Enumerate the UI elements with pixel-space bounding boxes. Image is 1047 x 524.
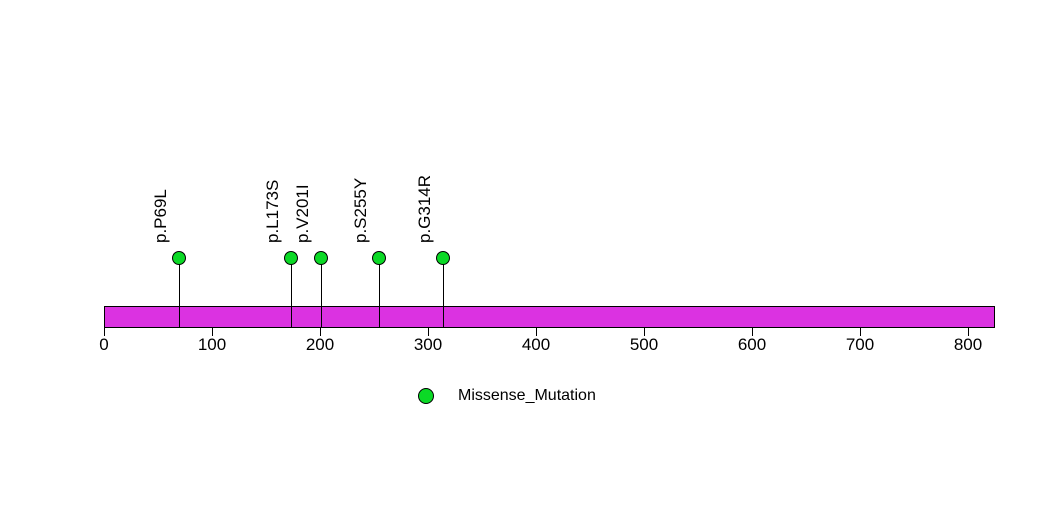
mutation-label: p.L173S — [263, 179, 282, 243]
mutation-label: p.P69L — [151, 189, 170, 243]
missense-mutation-legend-marker-icon — [418, 388, 434, 404]
x-axis-tick — [104, 328, 105, 336]
x-axis-tick-label: 300 — [413, 335, 443, 354]
x-axis-tick-label: 400 — [521, 335, 551, 354]
mutation-label: p.V201I — [293, 184, 312, 243]
x-axis-tick — [428, 328, 429, 336]
lollipop-stem — [321, 264, 322, 328]
x-axis-tick — [320, 328, 321, 336]
lollipop-stem — [443, 264, 444, 328]
x-axis-tick-label: 100 — [197, 335, 227, 354]
mutation-label: p.S255Y — [351, 177, 370, 243]
x-axis-tick — [536, 328, 537, 336]
legend: Missense_Mutation — [418, 387, 596, 405]
x-axis-tick-label: 600 — [737, 335, 767, 354]
x-axis-tick-label: 800 — [953, 335, 983, 354]
lollipop-stem — [179, 264, 180, 328]
lollipop-marker-missense — [284, 251, 298, 265]
x-axis-tick-label: 500 — [629, 335, 659, 354]
x-axis-tick-label: 200 — [305, 335, 335, 354]
lollipop-stem — [291, 264, 292, 328]
x-axis-tick — [968, 328, 969, 336]
x-axis-tick — [860, 328, 861, 336]
x-axis-tick — [752, 328, 753, 336]
lollipop-marker-missense — [436, 251, 450, 265]
x-axis-tick-label: 0 — [99, 335, 109, 354]
lollipop-marker-missense — [372, 251, 386, 265]
x-axis-tick — [644, 328, 645, 336]
lollipop-stem — [379, 264, 380, 328]
protein-bar — [104, 306, 995, 328]
missense-mutation-legend-label: Missense_Mutation — [458, 387, 596, 404]
x-axis-tick-label: 700 — [845, 335, 875, 354]
x-axis-tick — [212, 328, 213, 336]
lollipop-marker-missense — [314, 251, 328, 265]
mutation-label: p.G314R — [415, 174, 434, 243]
lollipop-marker-missense — [172, 251, 186, 265]
